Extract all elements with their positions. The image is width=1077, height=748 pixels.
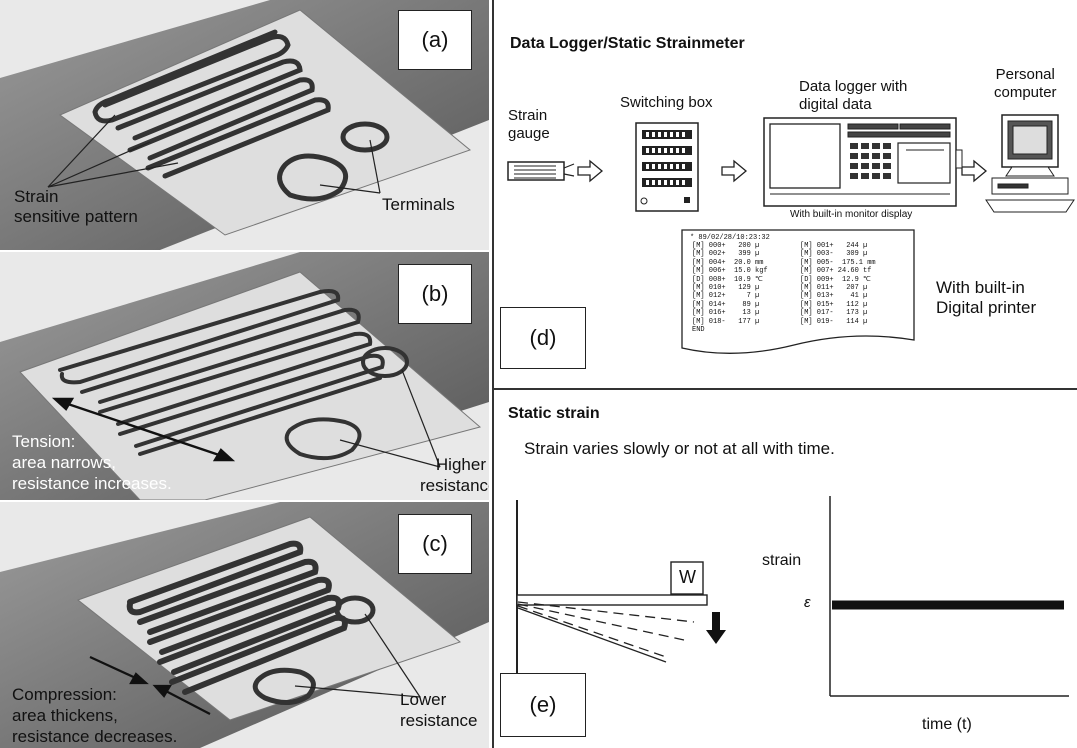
panel-d: Data Logger/Static Strainmeter Strain ga… (494, 0, 1077, 388)
printout-line: END (692, 326, 798, 334)
panel-b: (b) Tension: area narrows, resistance in… (0, 252, 489, 500)
epsilon-label: ε (804, 594, 811, 611)
caption-higher-resistance: Higher resistance (420, 454, 486, 496)
panel-c: (c) Compression: area thickens, resistan… (0, 502, 489, 748)
printout-line: [M] 003- 309 µ (800, 250, 912, 258)
strain-gauge-icon (508, 162, 574, 180)
printout-header: * 89/02/28/10:23:32 (690, 234, 770, 242)
time-axis-label: time (t) (922, 716, 972, 734)
printout-line: [M] 006+ 15.0 kgf (692, 267, 798, 275)
label-b: (b) (398, 264, 472, 324)
printout-line: [M] 002+ 399 µ (692, 250, 798, 258)
weight-label: W (679, 567, 696, 588)
printout-line: [M] 014+ 89 µ (692, 301, 798, 309)
down-arrow-icon (706, 612, 726, 644)
printout-line: [M] 004+ 20.0 mm (692, 259, 798, 267)
label-d: (d) (500, 307, 586, 369)
printout-line: [D] 009+ 12.9 ℃ (800, 276, 912, 284)
printout-line: [M] 010+ 129 µ (692, 284, 798, 292)
caption-compression: Compression: area thickens, resistance d… (12, 684, 177, 747)
panel-e: Static strain Strain varies slowly or no… (494, 390, 1077, 748)
data-logger-icon (764, 118, 962, 206)
printout-line: [M] 007+ 24.60 tf (800, 267, 912, 275)
computer-icon (986, 115, 1074, 212)
printout-line: [M] 001+ 244 µ (800, 242, 912, 250)
panel-a: (a) Strain sensitive pattern Terminals (0, 0, 489, 250)
printout-line: [M] 013+ 41 µ (800, 292, 912, 300)
printout-left-column: [M] 000+ 200 µ[M] 002+ 399 µ[M] 004+ 20.… (692, 242, 798, 334)
label-c: (c) (398, 514, 472, 574)
printout-line: [M] 019- 114 µ (800, 318, 912, 326)
printout-line: [M] 005- 175.1 mm (800, 259, 912, 267)
monitor-display-label: With built-in monitor display (790, 209, 912, 220)
strain-axis-label: strain (762, 552, 801, 570)
printout-line: [M] 018- 177 µ (692, 318, 798, 326)
caption-lower-resistance: Lower resistance (400, 689, 477, 731)
label-a: (a) (398, 10, 472, 70)
printout-line: [M] 000+ 200 µ (692, 242, 798, 250)
label-e: (e) (500, 673, 586, 737)
switching-box-icon (636, 123, 698, 211)
strain-time-axes (830, 496, 1069, 696)
digital-printer-label: With built-in Digital printer (936, 278, 1036, 318)
printout-line: [M] 016+ 13 µ (692, 309, 798, 317)
caption-tension: Tension: area narrows, resistance increa… (12, 431, 172, 494)
printout-line: [D] 008+ 10.9 ℃ (692, 276, 798, 284)
printout-right-column: [M] 001+ 244 µ[M] 003- 309 µ[M] 005- 175… (800, 242, 912, 326)
printout-line: [M] 011+ 207 µ (800, 284, 912, 292)
caption-terminals: Terminals (382, 195, 455, 215)
caption-strain-pattern: Strain sensitive pattern (14, 187, 138, 227)
printout-line: [M] 015+ 112 µ (800, 301, 912, 309)
cantilever-beam (517, 500, 707, 690)
printout-line: [M] 012+ 7 µ (692, 292, 798, 300)
printout-line: [M] 017- 173 µ (800, 309, 912, 317)
